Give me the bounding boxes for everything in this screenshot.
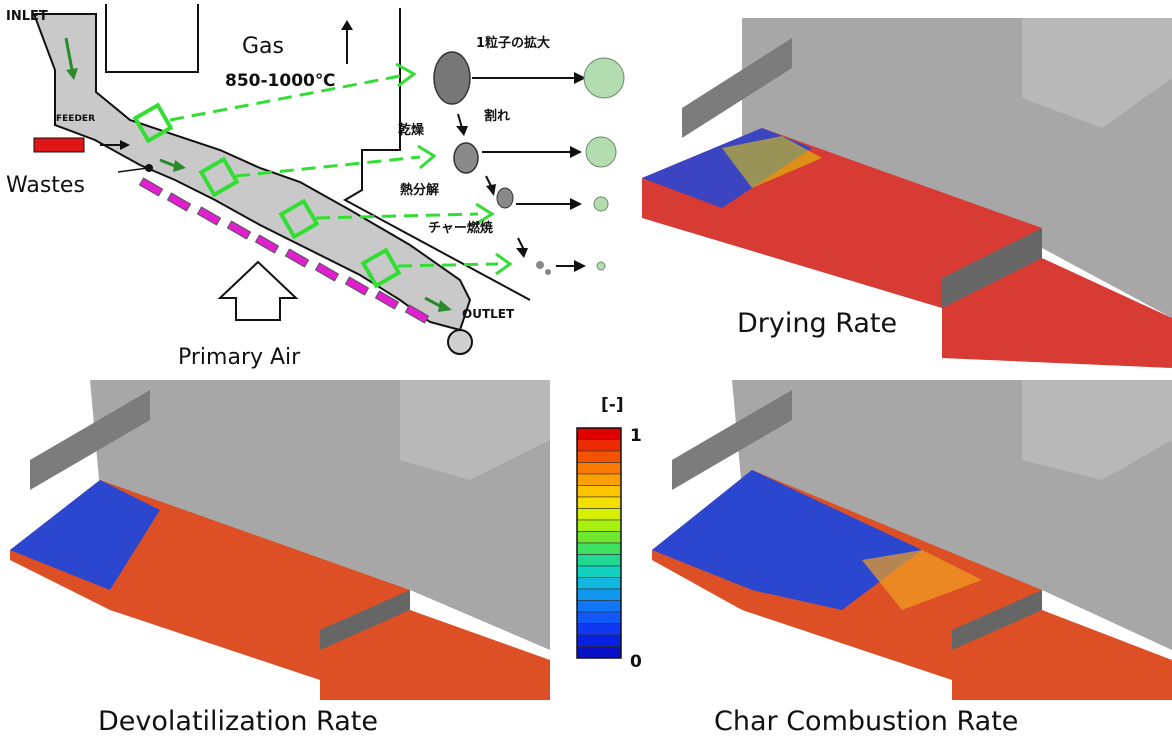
dashed-arrows xyxy=(169,74,499,268)
wastes-label: Wastes xyxy=(6,173,85,198)
gas-chimney xyxy=(105,4,531,301)
colorbar-swatch xyxy=(576,531,622,544)
gas-label: Gas xyxy=(242,34,284,59)
primary-air-label: Primary Air xyxy=(178,345,301,370)
particles xyxy=(433,51,551,275)
colorbar-border xyxy=(576,427,622,659)
colorbar-swatch xyxy=(576,646,622,659)
char-combustion-stage-label: チャー燃焼 xyxy=(428,220,493,236)
colorbar-swatch xyxy=(576,462,622,475)
colorbar-swatch xyxy=(576,542,622,555)
colorbar-swatch xyxy=(576,565,622,578)
feeder-block xyxy=(33,137,85,153)
colorbar-swatch xyxy=(576,439,622,452)
grate-body xyxy=(32,13,472,332)
sample-squares xyxy=(132,102,402,289)
colorbar-swatch xyxy=(576,485,622,498)
enlarge-label: 1粒子の拡大 xyxy=(476,35,550,51)
colorbar-max-label: 1 xyxy=(630,426,642,446)
inlet-arrow xyxy=(64,37,74,71)
colorbar-swatch xyxy=(576,623,622,636)
colorbar-swatch xyxy=(576,634,622,647)
pyrolysis-label: 熱分解 xyxy=(400,182,439,198)
colorbar-swatch xyxy=(576,600,622,613)
colorbar xyxy=(576,427,622,659)
primary-air-arrow xyxy=(217,260,299,321)
colorbar-swatch xyxy=(576,577,622,590)
drying-rate-panel xyxy=(642,18,1172,368)
inlet-label: INLET xyxy=(6,9,48,24)
colorbar-swatch xyxy=(576,508,622,521)
colorbar-swatch xyxy=(576,611,622,624)
incinerator-schematic: INLET FEEDER Wastes Gas 850-1000℃ Primar… xyxy=(6,4,625,370)
grate-bars xyxy=(138,177,430,324)
colorbar-swatch xyxy=(576,519,622,532)
colorbar-min-label: 0 xyxy=(630,652,642,672)
char-combustion-rate-panel xyxy=(652,380,1172,700)
crack-label: 割れ xyxy=(484,108,510,124)
outlet-label: OUTLET xyxy=(462,307,515,321)
drying-stage-label: 乾燥 xyxy=(398,122,425,138)
product-spheres xyxy=(583,57,625,271)
colorbar-swatch xyxy=(576,473,622,486)
colorbar-swatch xyxy=(576,554,622,567)
drying-rate-title: Drying Rate xyxy=(737,308,898,339)
outlet-ash xyxy=(447,329,473,355)
char-combustion-rate-title: Char Combustion Rate xyxy=(714,706,1019,737)
gas-temp-label: 850-1000℃ xyxy=(225,71,335,91)
colorbar-swatch xyxy=(576,450,622,463)
feeder-label: FEEDER xyxy=(56,114,95,124)
colorbar-swatch xyxy=(576,588,622,601)
colorbar-swatch xyxy=(576,427,622,440)
colorbar-swatch xyxy=(576,496,622,509)
devolatilization-rate-title: Devolatilization Rate xyxy=(98,706,378,737)
colorbar-unit: [-] xyxy=(601,395,624,415)
particle-arrows xyxy=(457,77,574,267)
devolatilization-rate-panel xyxy=(10,380,550,700)
